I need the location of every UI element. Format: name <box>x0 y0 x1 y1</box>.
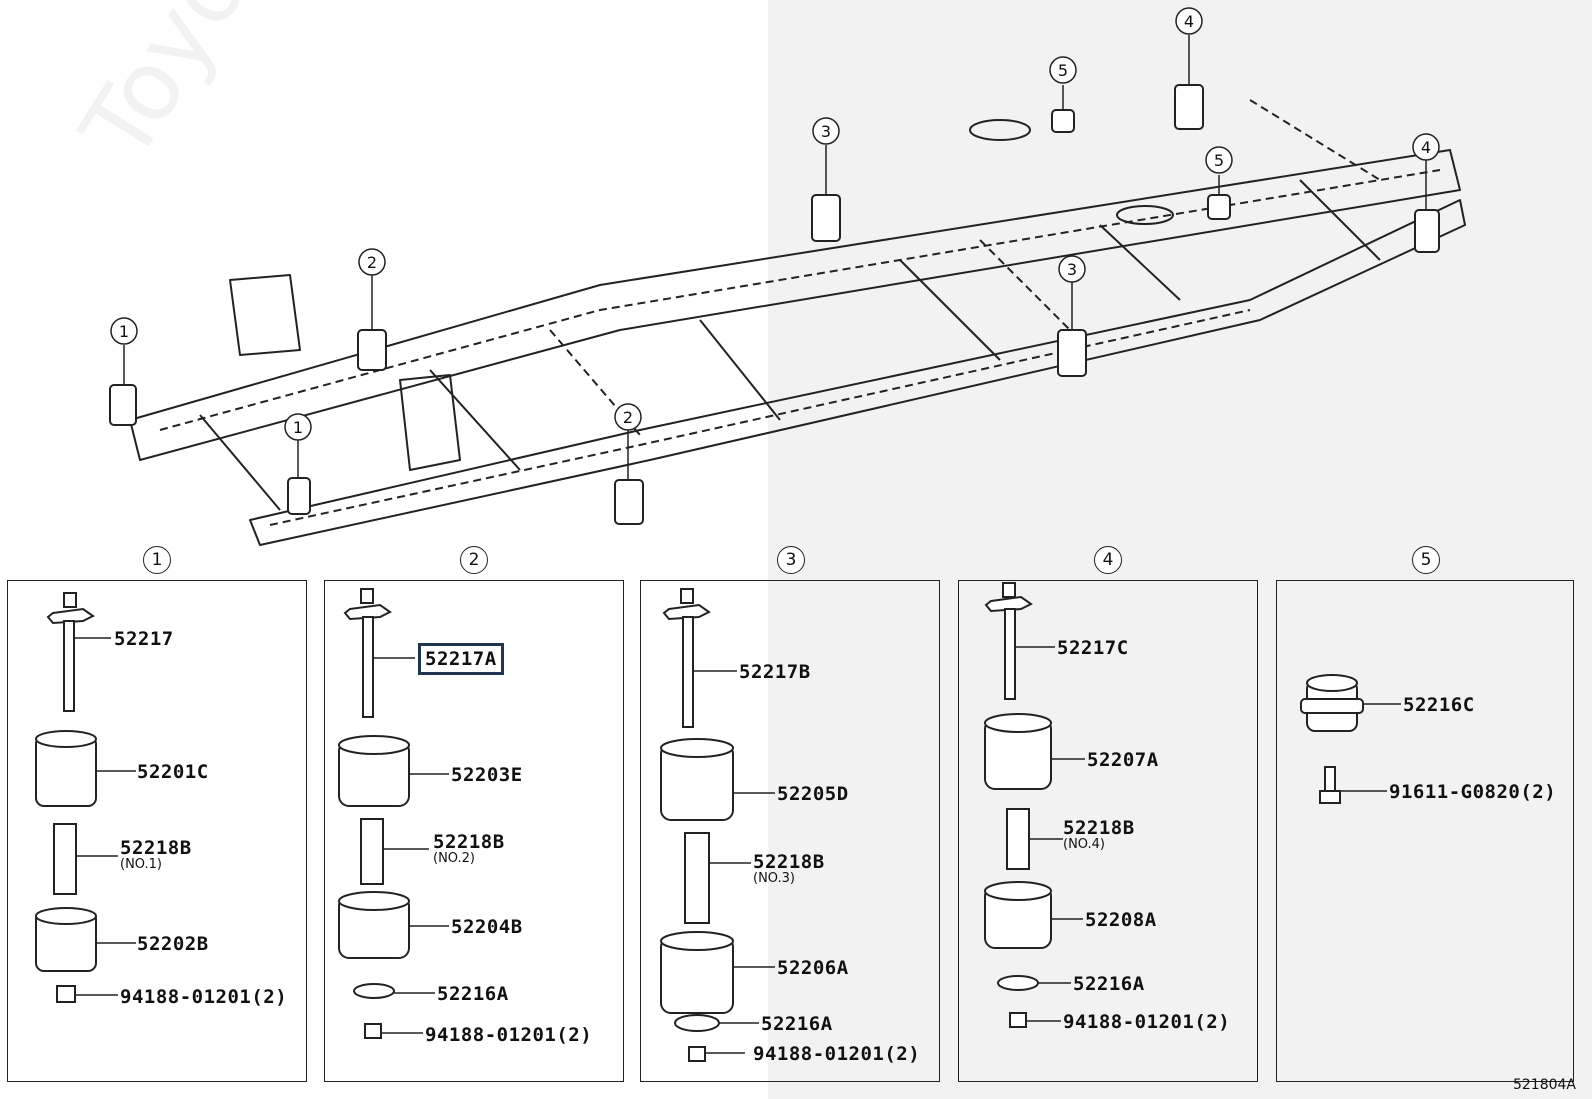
callout-5a: 5 <box>1058 61 1068 80</box>
callout-3a: 3 <box>821 122 831 141</box>
part-sublabel: (NO.2) <box>433 851 475 866</box>
part-label: 52218B <box>1063 817 1135 839</box>
callout-5b: 5 <box>1214 151 1224 170</box>
part-label: 52203E <box>451 764 523 786</box>
panel-number-5: 5 <box>1412 546 1440 574</box>
part-label: 52217 <box>114 628 174 650</box>
panel-3: 52217B 52205D 52218B (NO.3) 52206A 52216… <box>640 580 940 1082</box>
part-label: 91611-G0820(2) <box>1389 781 1557 803</box>
panel-number-1: 1 <box>143 546 171 574</box>
part-label: 52218B <box>120 837 192 859</box>
panel-number-3: 3 <box>777 546 805 574</box>
part-label: 94188-01201(2) <box>753 1043 921 1065</box>
callout-2b: 2 <box>623 408 633 427</box>
part-label: 94188-01201(2) <box>425 1024 593 1046</box>
part-label: 94188-01201(2) <box>120 986 288 1008</box>
part-label: 52216A <box>1073 973 1145 995</box>
panel-1-parts-art <box>35 592 136 1003</box>
part-label: 52217B <box>739 661 811 683</box>
part-label: 52204B <box>451 916 523 938</box>
part-label: 52206A <box>777 957 849 979</box>
part-label: 52202B <box>137 933 209 955</box>
panel-4-parts-art <box>984 582 1085 1028</box>
panel-5-parts-art <box>1300 674 1401 804</box>
panel-2: 52217A 52203E 52218B (NO.2) 52204B 52216… <box>324 580 624 1082</box>
part-label: 52205D <box>777 783 849 805</box>
panel-4: 52217C 52207A 52218B (NO.4) 52208A 52216… <box>958 580 1258 1082</box>
panel-2-parts-art <box>338 588 449 1039</box>
part-label: 52216A <box>437 983 509 1005</box>
frame-illustration: 1 1 2 2 3 3 4 4 5 5 <box>109 7 1466 546</box>
callout-2a: 2 <box>367 253 377 272</box>
part-label: 52207A <box>1087 749 1159 771</box>
diagram-code: 521804A <box>1512 1077 1576 1093</box>
part-sublabel: (NO.1) <box>120 857 162 872</box>
background-shade <box>768 0 1592 1099</box>
part-sublabel: (NO.3) <box>753 871 795 886</box>
callout-4b: 4 <box>1421 138 1431 157</box>
part-label: 52208A <box>1085 909 1157 931</box>
panel-3-parts-art <box>660 588 775 1062</box>
panel-number-2: 2 <box>460 546 488 574</box>
part-sublabel: (NO.4) <box>1063 837 1105 852</box>
part-label: 52216C <box>1403 694 1475 716</box>
panel-5: 52216C 91611-G0820(2) <box>1276 580 1574 1082</box>
panel-number-4: 4 <box>1094 546 1122 574</box>
callout-3b: 3 <box>1067 260 1077 279</box>
part-label: 52218B <box>433 831 505 853</box>
part-label: 52216A <box>761 1013 833 1035</box>
part-label-highlighted[interactable]: 52217A <box>418 643 504 675</box>
callout-1b: 1 <box>293 418 303 437</box>
panel-1: 52217 52201C 52218B (NO.1) 52202B 94188-… <box>7 580 307 1082</box>
part-label: 52201C <box>137 761 209 783</box>
part-label: 52218B <box>753 851 825 873</box>
callout-4a: 4 <box>1184 12 1194 31</box>
part-label: 94188-01201(2) <box>1063 1011 1231 1033</box>
part-label: 52217C <box>1057 637 1129 659</box>
callout-1a: 1 <box>119 322 129 341</box>
